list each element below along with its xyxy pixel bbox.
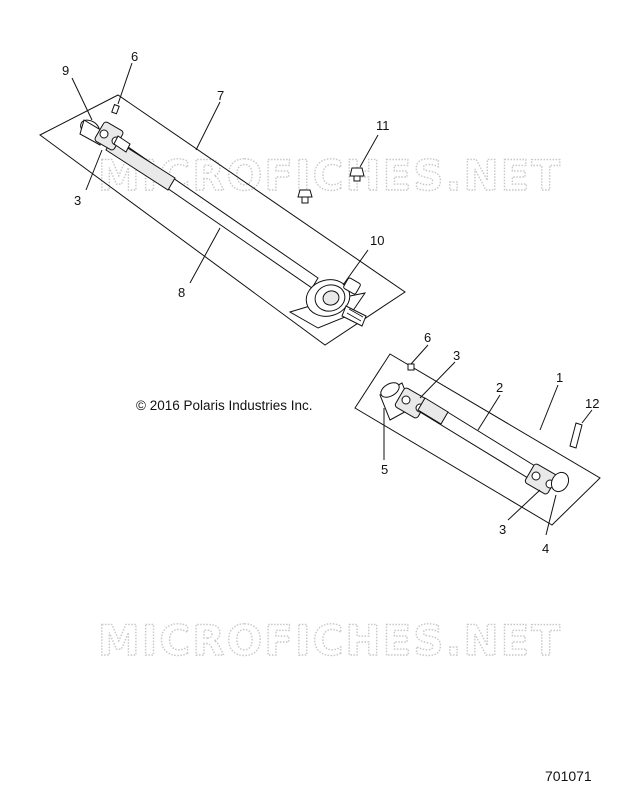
- callout-11: 11: [376, 118, 390, 133]
- watermark-bottom: MICROFICHES.NET: [98, 616, 562, 665]
- copyright-notice: © 2016 Polaris Industries Inc.: [136, 398, 313, 413]
- callout-7: 7: [217, 88, 224, 103]
- upper-shaft-assembly: 9 6 7 11 3 8 10: [39, 49, 406, 346]
- callout-3-lower-top: 3: [453, 348, 460, 363]
- callout-1: 1: [556, 370, 563, 385]
- bolt-upper: [349, 167, 365, 182]
- callout-3-upper: 3: [74, 193, 81, 208]
- front-u-joint: [79, 119, 131, 153]
- callout-6-lower: 6: [424, 330, 431, 345]
- callout-5: 5: [381, 462, 388, 477]
- roll-pin: [569, 422, 583, 449]
- grease-fitting-lower: [407, 363, 415, 371]
- callout-6-upper: 6: [131, 49, 138, 64]
- lower-rear-u-joint: [524, 463, 570, 495]
- lower-shaft-assembly: 6 3 2 1 12 5 3 4: [354, 330, 601, 556]
- grease-fitting-upper: [111, 103, 120, 115]
- callout-12: 12: [585, 396, 599, 411]
- carrier-bearing: [288, 277, 367, 329]
- lower-assembly-frame: [354, 353, 601, 526]
- callout-3-lower-bottom: 3: [499, 522, 506, 537]
- callout-10: 10: [370, 233, 384, 248]
- bolt-lower: [297, 189, 313, 204]
- callout-9: 9: [62, 63, 69, 78]
- shaft-lower-front-section: [417, 397, 449, 425]
- drawing-number: 701071: [545, 768, 592, 784]
- upper-assembly-frame: [39, 94, 406, 346]
- callout-2: 2: [496, 380, 503, 395]
- callout-8: 8: [178, 285, 185, 300]
- callout-4: 4: [542, 541, 549, 556]
